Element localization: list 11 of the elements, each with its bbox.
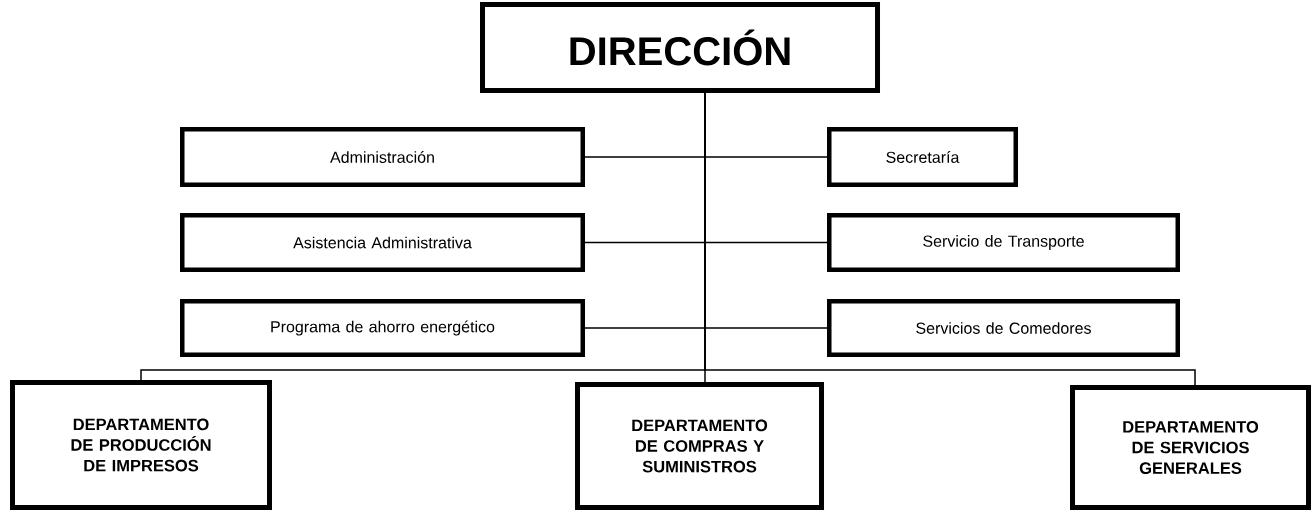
unit-box: Servicio de Transporte — [827, 213, 1180, 272]
unit-box: Asistencia Administrativa — [180, 213, 585, 272]
unit-box: Programa de ahorro energético — [180, 299, 585, 357]
unit-box: Administración — [180, 127, 585, 187]
unit-box: Servicios de Comedores — [827, 299, 1180, 357]
connector-line — [704, 92, 1196, 386]
department-box: DEPARTAMENTO DE PRODUCCIÓN DE IMPRESOS — [10, 380, 272, 510]
unit-box: Secretaría — [827, 127, 1018, 187]
department-box: DEPARTAMENTO DE SERVICIOS GENERALES — [1070, 385, 1311, 510]
director-box: DIRECCIÓN — [480, 2, 880, 93]
department-box: DEPARTAMENTO DE COMPRAS Y SUMINISTROS — [575, 382, 824, 510]
